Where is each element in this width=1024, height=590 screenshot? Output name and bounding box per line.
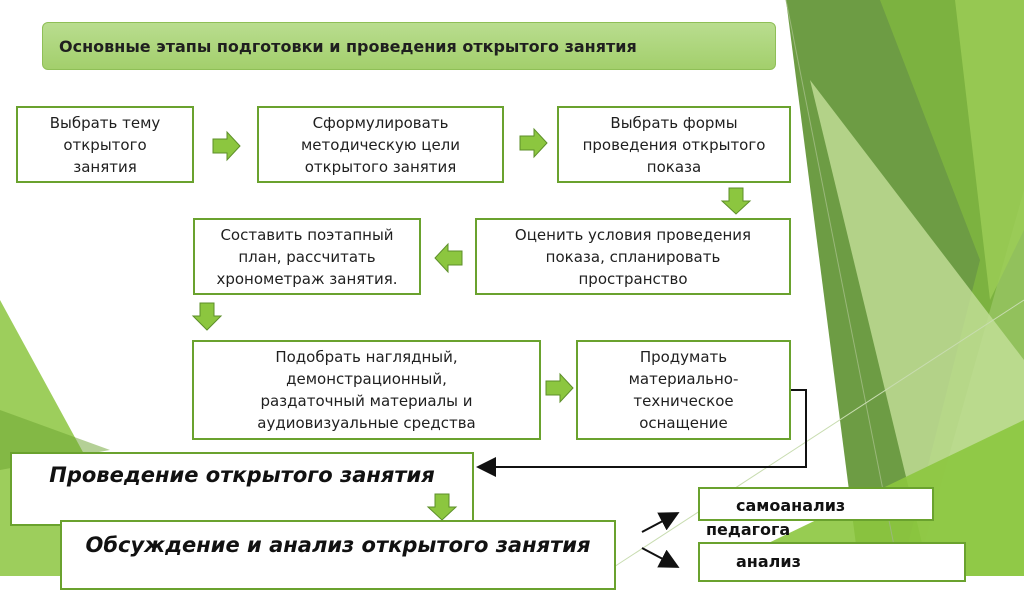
branch-self-analysis-box — [698, 487, 934, 521]
stage-conduct-lesson-label: Проведение открытого занятия — [49, 463, 435, 487]
arrow-right-icon — [519, 127, 548, 159]
step-assess-conditions: Оценить условия проведения показа, сплан… — [475, 218, 791, 295]
branch-arrow-down — [641, 547, 680, 568]
deco-line — [785, 0, 901, 576]
elbow-connector — [476, 389, 807, 477]
branch-arrow-up — [641, 512, 680, 533]
step-make-plan: Составить поэтапный план, рассчитать хро… — [193, 218, 421, 295]
arrow-down-icon — [426, 493, 458, 521]
step-choose-topic: Выбрать тему открытого занятия — [16, 106, 194, 183]
arrow-right-icon — [545, 372, 574, 404]
arrow-down-icon — [191, 302, 223, 331]
deco-shape-bright — [955, 0, 1024, 300]
page-title: Основные этапы подготовки и проведения о… — [42, 22, 776, 70]
arrow-down-icon — [720, 187, 752, 215]
connectors-layer — [191, 127, 807, 568]
arrow-right-icon — [212, 130, 241, 162]
branch-self-analysis: самоанализ педагога — [706, 496, 846, 539]
step-choose-forms: Выбрать формы проведения открытого показ… — [557, 106, 791, 183]
stage-conduct-lesson: Проведение открытого занятия — [10, 452, 474, 526]
stage-discussion-analysis-label: Обсуждение и анализ открытого занятия — [85, 533, 591, 557]
step-formulate-goals: Сформулировать методическую цели открыто… — [257, 106, 504, 183]
arrow-left-icon — [434, 242, 463, 274]
step-select-materials: Подобрать наглядный, демонстрационный, р… — [192, 340, 541, 440]
step-technical-equipment: Продумать материально- техническое оснащ… — [576, 340, 791, 440]
branch-analysis-label: анализ — [736, 552, 801, 571]
